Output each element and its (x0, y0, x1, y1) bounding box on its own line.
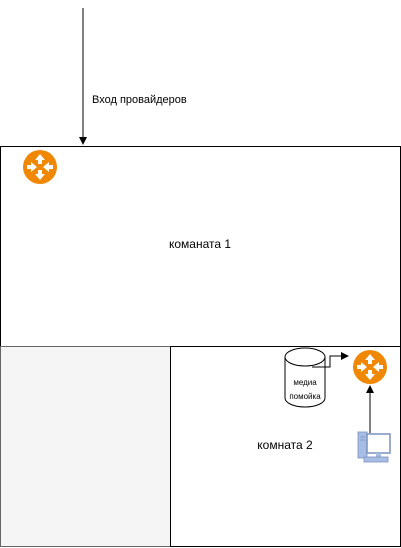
desktop-computer-icon (357, 431, 391, 463)
database-cylinder-icon (284, 347, 326, 408)
room-1-label: команата 1 (169, 237, 231, 251)
room-3 (0, 346, 171, 547)
router-room2-icon (353, 350, 387, 384)
media-storage-label-line1: медиа (293, 378, 317, 387)
storage-to-router-connector (312, 352, 349, 368)
provider-input-label: Вход провайдеров (92, 94, 187, 106)
room-2-label: комната 2 (257, 438, 313, 452)
media-storage-label-line2: помойка (289, 392, 321, 401)
router-main-icon (23, 150, 57, 184)
